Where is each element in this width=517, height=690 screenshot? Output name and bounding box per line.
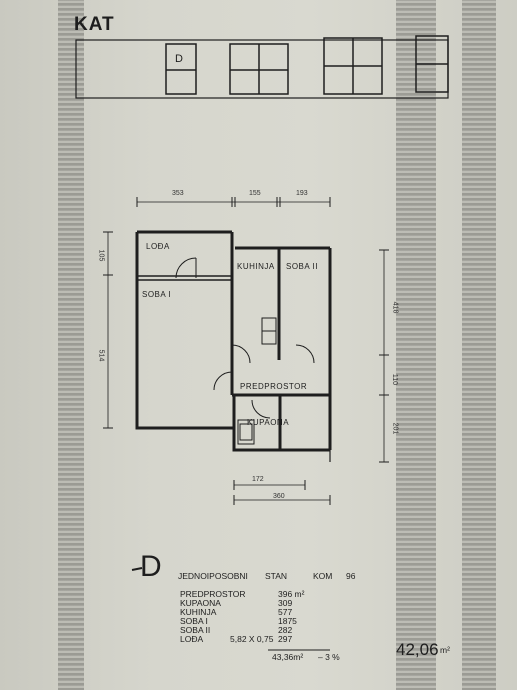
area-name: KUPAONA: [180, 598, 221, 608]
room-label-soba-2: SOBA II: [286, 262, 318, 271]
room-label-soba-1: SOBA I: [142, 290, 172, 299]
room-label-loda: LOĐA: [146, 242, 170, 251]
area-name: PREDPROSTOR: [180, 589, 246, 599]
dim-right-3: 201: [391, 422, 399, 435]
dim-top-1: 353: [172, 190, 184, 197]
dim-bottom-2: 360: [273, 493, 285, 500]
area-value: 577: [278, 607, 293, 617]
unit-letter: D: [140, 550, 162, 583]
area-value: 396 m²: [278, 589, 305, 599]
key-unit-d: [165, 43, 197, 95]
room-label-predprostor: PREDPROSTOR: [240, 382, 308, 391]
area-reduction: – 3 %: [318, 652, 340, 662]
room-label-kupaona: KUPAONA: [247, 418, 290, 427]
area-name: SOBA I: [180, 616, 208, 626]
area-value: 282: [278, 625, 293, 635]
area-name: LOĐA: [180, 634, 204, 644]
unit-stan: STAN: [265, 571, 288, 581]
floor-label: KAT: [74, 14, 115, 35]
area-name: SOBA II: [180, 625, 211, 635]
dim-right-1: 418: [391, 301, 399, 314]
area-sum: 43,36m²: [272, 652, 304, 662]
dim-bottom-1: 172: [252, 476, 264, 483]
unit-type: JEDNOIPOSOBNI: [178, 571, 248, 581]
dim-top-3: 193: [296, 190, 308, 197]
area-total: 42,06: [396, 640, 439, 659]
dim-top-2: 155: [249, 190, 261, 197]
dim-right-2: 110: [391, 373, 399, 386]
area-values: 396 m² 309 577 1875 282 297: [278, 590, 338, 644]
scan-stripe-right: [462, 0, 496, 690]
area-total-unit: m²: [440, 645, 450, 655]
dim-left-1: 105: [97, 249, 105, 262]
scan-stripe-left: [58, 0, 84, 690]
area-names: PREDPROSTOR KUPAONA KUHINJA SOBA I SOBA …: [180, 590, 270, 644]
unit-kom-label: KOM: [313, 571, 333, 581]
unit-kom-value: 96: [346, 571, 356, 581]
floor-key-frame: [75, 39, 449, 99]
loda-calc: 5,82 X 0,75: [230, 634, 274, 644]
room-label-kuhinja: KUHINJA: [237, 262, 275, 271]
dim-left-2: 514: [97, 349, 105, 362]
key-unit-letter: D: [175, 53, 183, 65]
scan-stripe-mid: [396, 0, 436, 690]
area-value: 309: [278, 598, 293, 608]
area-name: KUHINJA: [180, 607, 217, 617]
area-value: 1875: [278, 616, 297, 626]
area-value: 297: [278, 634, 293, 644]
